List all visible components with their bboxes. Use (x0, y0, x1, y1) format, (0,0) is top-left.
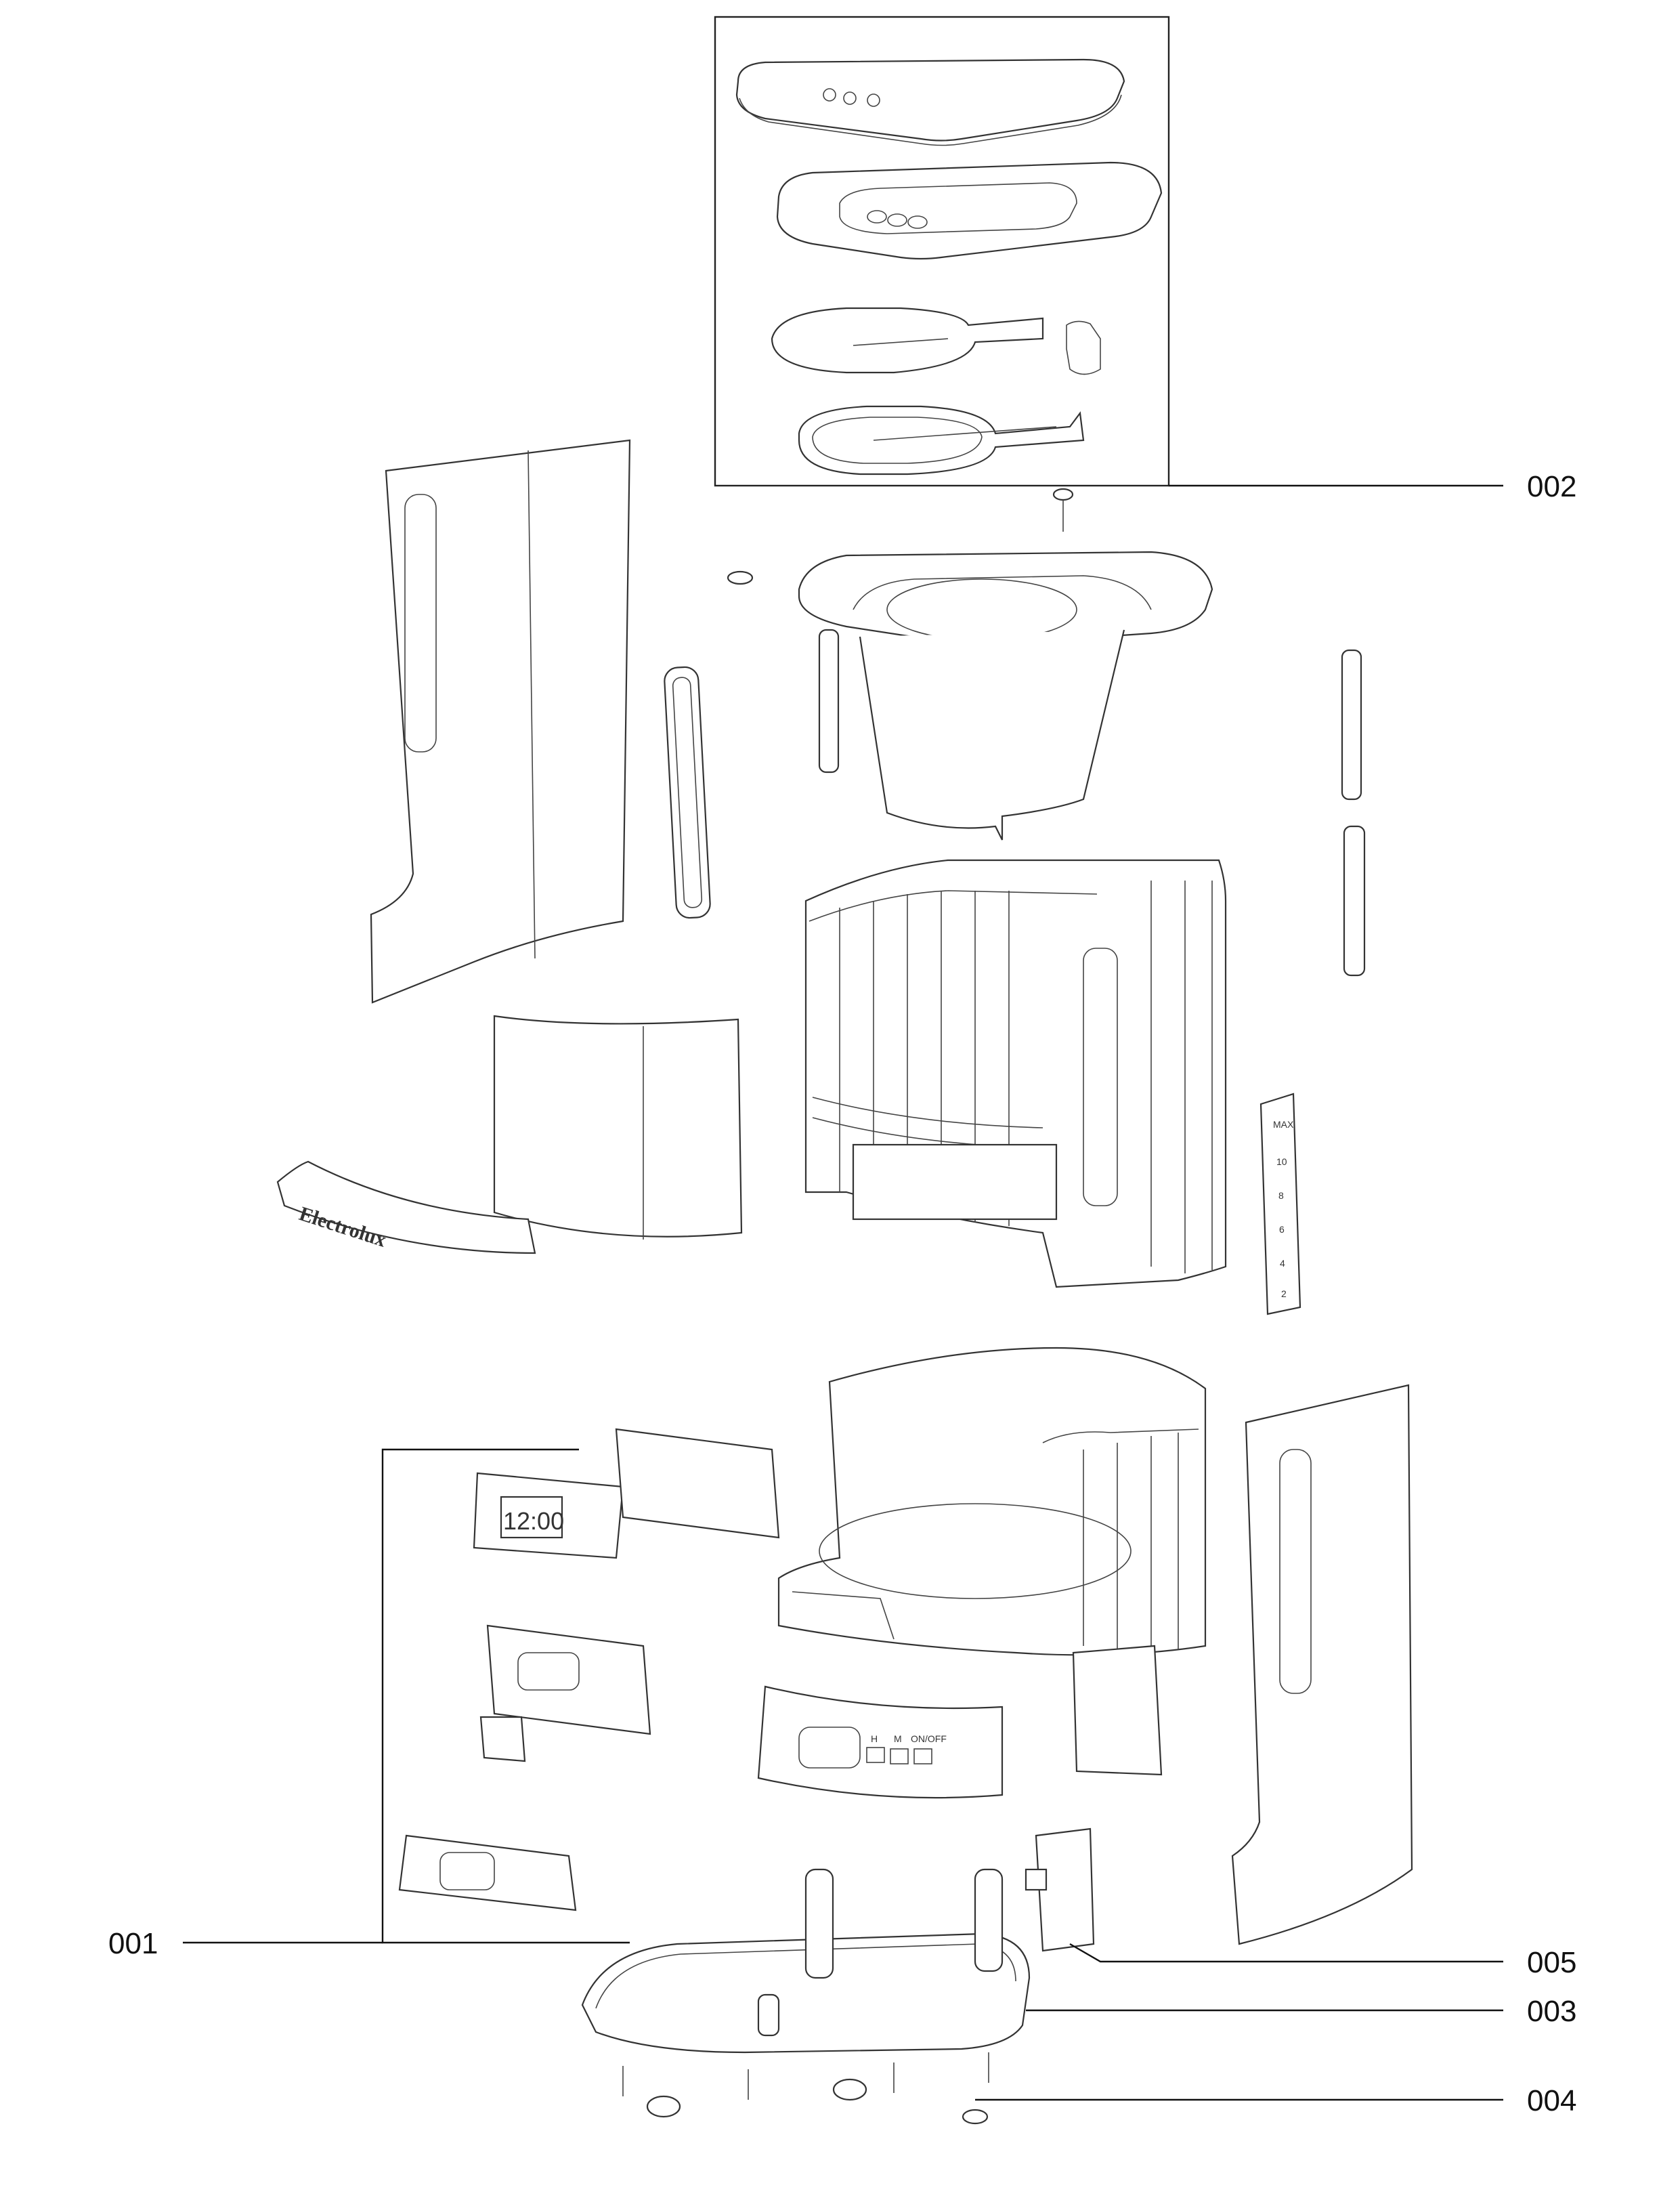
scale-2-label: 2 (1281, 1288, 1287, 1299)
leader-001 (381, 1448, 630, 1944)
filter-holder (727, 551, 1213, 841)
scale-4-label: 4 (1280, 1258, 1285, 1269)
spreader-disc (771, 307, 1101, 375)
lid-assembly-frame (714, 16, 1170, 487)
control-board (479, 1624, 651, 1762)
clock-text: 12:00 (503, 1507, 564, 1535)
callout-004: 004 (1527, 2084, 1576, 2117)
rear-left-panel (370, 439, 631, 1004)
clock-display: 12:00 (473, 1472, 624, 1559)
scale-6-label: 6 (1279, 1224, 1285, 1235)
button-onoff-label: ON/OFF (911, 1733, 947, 1744)
leader-005 (1069, 1943, 1503, 1963)
callout-001: 001 (108, 1927, 158, 1960)
side-right-panel (1231, 1384, 1413, 1945)
lid-assembly-group (714, 16, 1170, 487)
front-button-panel: H M ON/OFF (757, 1685, 1004, 1799)
water-window-gasket (664, 666, 711, 919)
heater-box (1072, 1645, 1163, 1776)
screws-and-feet (622, 2052, 989, 2125)
scale-8-label: 8 (1278, 1190, 1284, 1201)
tube-lower (1343, 825, 1366, 977)
switch-panel (398, 1834, 577, 1911)
display-window (615, 1428, 780, 1539)
lid-frame (776, 161, 1163, 260)
tube-upper (1341, 649, 1362, 801)
callout-003: 003 (1527, 1995, 1576, 2028)
thermostat-block (1025, 1827, 1095, 1952)
front-lower-panel (493, 1015, 743, 1240)
top-screw (1052, 488, 1074, 532)
button-h-label: H (871, 1733, 878, 1744)
water-level-scale: MAX 10 8 6 4 2 (1259, 1093, 1301, 1315)
reservoir-body (804, 859, 1227, 1288)
button-m-label: M (894, 1733, 902, 1744)
base-housing (777, 1347, 1207, 1656)
scale-max-label: MAX (1273, 1119, 1294, 1130)
spreader-ring (798, 405, 1085, 475)
callout-005: 005 (1527, 1946, 1576, 1979)
top-lid (735, 58, 1125, 146)
scale-10-label: 10 (1276, 1156, 1287, 1167)
callout-002: 002 (1527, 470, 1576, 503)
base-plate (581, 1868, 1031, 2054)
